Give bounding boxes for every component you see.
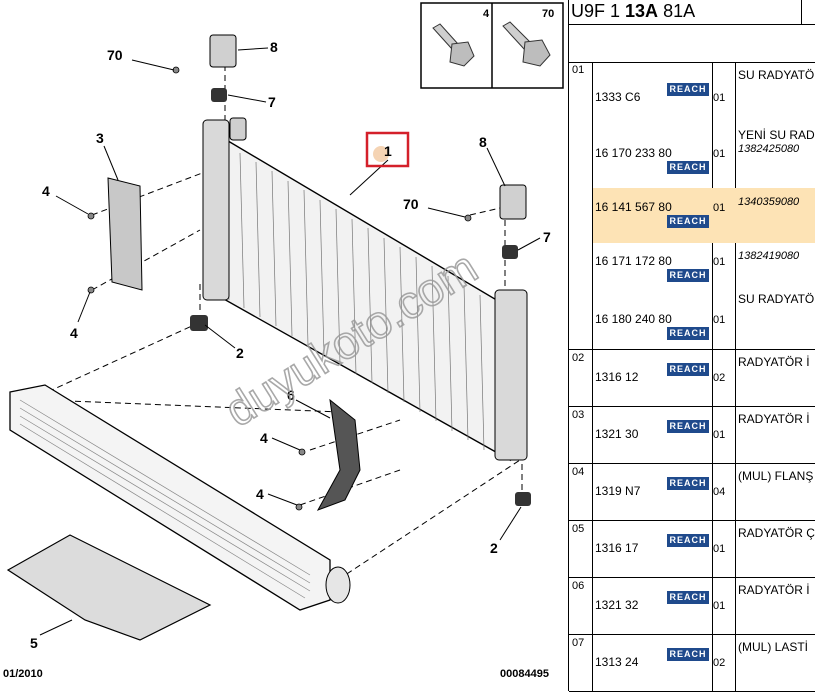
callout-7-right: 7 — [543, 229, 551, 245]
callout-8-right: 8 — [479, 134, 487, 150]
part-reference[interactable]: 1321 32 — [595, 598, 639, 612]
reach-badge: REACH — [667, 648, 709, 661]
alternate-reference: 1340359080 — [738, 196, 800, 208]
exploded-diagram: 4 70 — [3, 2, 564, 680]
screw-70-icon — [502, 21, 551, 67]
callout-70-top: 70 — [107, 47, 123, 63]
fastener-inset: 4 70 — [420, 2, 564, 89]
quantity: 02 — [713, 657, 726, 669]
quantity: 01 — [713, 600, 726, 612]
intercooler — [9, 384, 351, 611]
part-reference[interactable]: 16 180 240 80 — [595, 312, 672, 326]
screw-4-icon — [432, 23, 475, 67]
quantity: 01 — [713, 543, 726, 555]
reach-badge: REACH — [667, 420, 709, 433]
callout-3: 3 — [96, 130, 104, 146]
part-description: SU RADYATÖ — [738, 68, 815, 82]
foam-pad — [6, 534, 212, 641]
part-reference[interactable]: 1316 12 — [595, 370, 639, 384]
quantity: 01 — [713, 148, 726, 160]
reach-badge: REACH — [667, 215, 709, 228]
quantity: 02 — [713, 372, 726, 384]
part-reference[interactable]: 1321 30 — [595, 427, 639, 441]
position-number: 02 — [569, 350, 593, 406]
quantity: 01 — [713, 256, 726, 268]
reach-badge: REACH — [667, 83, 709, 96]
callout-2-left: 2 — [236, 345, 244, 361]
position-number: 01 — [569, 62, 593, 349]
quantity: 01 — [713, 314, 726, 326]
model-code: U9F 1 13A 81A — [571, 1, 696, 21]
part-description: RADYATÖR İ — [738, 355, 810, 369]
reach-badge: REACH — [667, 477, 709, 490]
position-number: 04 — [569, 464, 593, 520]
bracket-lower-deflector — [316, 398, 361, 511]
quantity: 04 — [713, 486, 726, 498]
callout-6: 6 — [287, 387, 295, 403]
radiator — [202, 117, 528, 462]
part-reference[interactable]: 16 171 172 80 — [595, 254, 672, 268]
callout-4-upper: 4 — [42, 183, 50, 199]
quantity: 01 — [713, 429, 726, 441]
position-number: 05 — [569, 521, 593, 577]
small-screws — [87, 66, 472, 511]
quantity: 01 — [713, 202, 726, 214]
part-reference[interactable]: 1313 24 — [595, 655, 639, 669]
alternate-reference: 1382425080 — [738, 143, 800, 155]
callout-5: 5 — [30, 635, 38, 651]
callout-2-right: 2 — [490, 540, 498, 556]
reach-badge: REACH — [667, 363, 709, 376]
part-description: (MUL) LASTİ — [738, 640, 809, 654]
part-description: RADYATÖR İ — [738, 583, 810, 597]
part-description: SU RADYATÖ — [738, 292, 815, 306]
callout-4-mid: 4 — [260, 430, 268, 446]
callout-1: 1 — [384, 143, 392, 159]
part-description: (MUL) FLANŞ — [738, 469, 814, 483]
position-number: 06 — [569, 578, 593, 634]
parts-table-subheader — [569, 24, 815, 63]
inset-label-4: 4 — [483, 8, 490, 20]
callout-4-left: 4 — [70, 325, 78, 341]
bracket-left — [107, 177, 143, 291]
callout-70-right: 70 — [403, 196, 419, 212]
reach-badge: REACH — [667, 534, 709, 547]
part-description: RADYATÖR Ç — [738, 526, 815, 540]
part-reference[interactable]: 16 141 567 80 — [595, 200, 672, 214]
mount-parts — [190, 34, 531, 506]
drawing-number: 00084495 — [500, 668, 549, 680]
inset-label-70: 70 — [542, 8, 554, 20]
reach-badge: REACH — [667, 269, 709, 282]
part-reference[interactable]: 1333 C6 — [595, 90, 641, 104]
callout-1-highlight — [365, 131, 410, 168]
reach-badge: REACH — [667, 591, 709, 604]
position-number: 03 — [569, 407, 593, 463]
callout-8-top: 8 — [270, 39, 278, 55]
leader-lines — [39, 47, 541, 636]
part-reference[interactable]: 16 170 233 80 — [595, 146, 672, 160]
quantity: 01 — [713, 92, 726, 104]
reach-badge: REACH — [667, 161, 709, 174]
callout-7-top: 7 — [268, 94, 276, 110]
part-reference[interactable]: 1319 N7 — [595, 484, 641, 498]
callout-4-lower: 4 — [256, 486, 264, 502]
reach-badge: REACH — [667, 327, 709, 340]
part-description: RADYATÖR İ — [738, 412, 810, 426]
position-number: 07 — [569, 635, 593, 691]
alternate-reference: 1382419080 — [738, 250, 800, 262]
part-reference[interactable]: 1316 17 — [595, 541, 639, 555]
part-description: YENİ SU RAD — [738, 128, 815, 142]
parts-table-header: U9F 1 13A 81A — [569, 0, 815, 25]
diagram-date: 01/2010 — [3, 668, 43, 680]
